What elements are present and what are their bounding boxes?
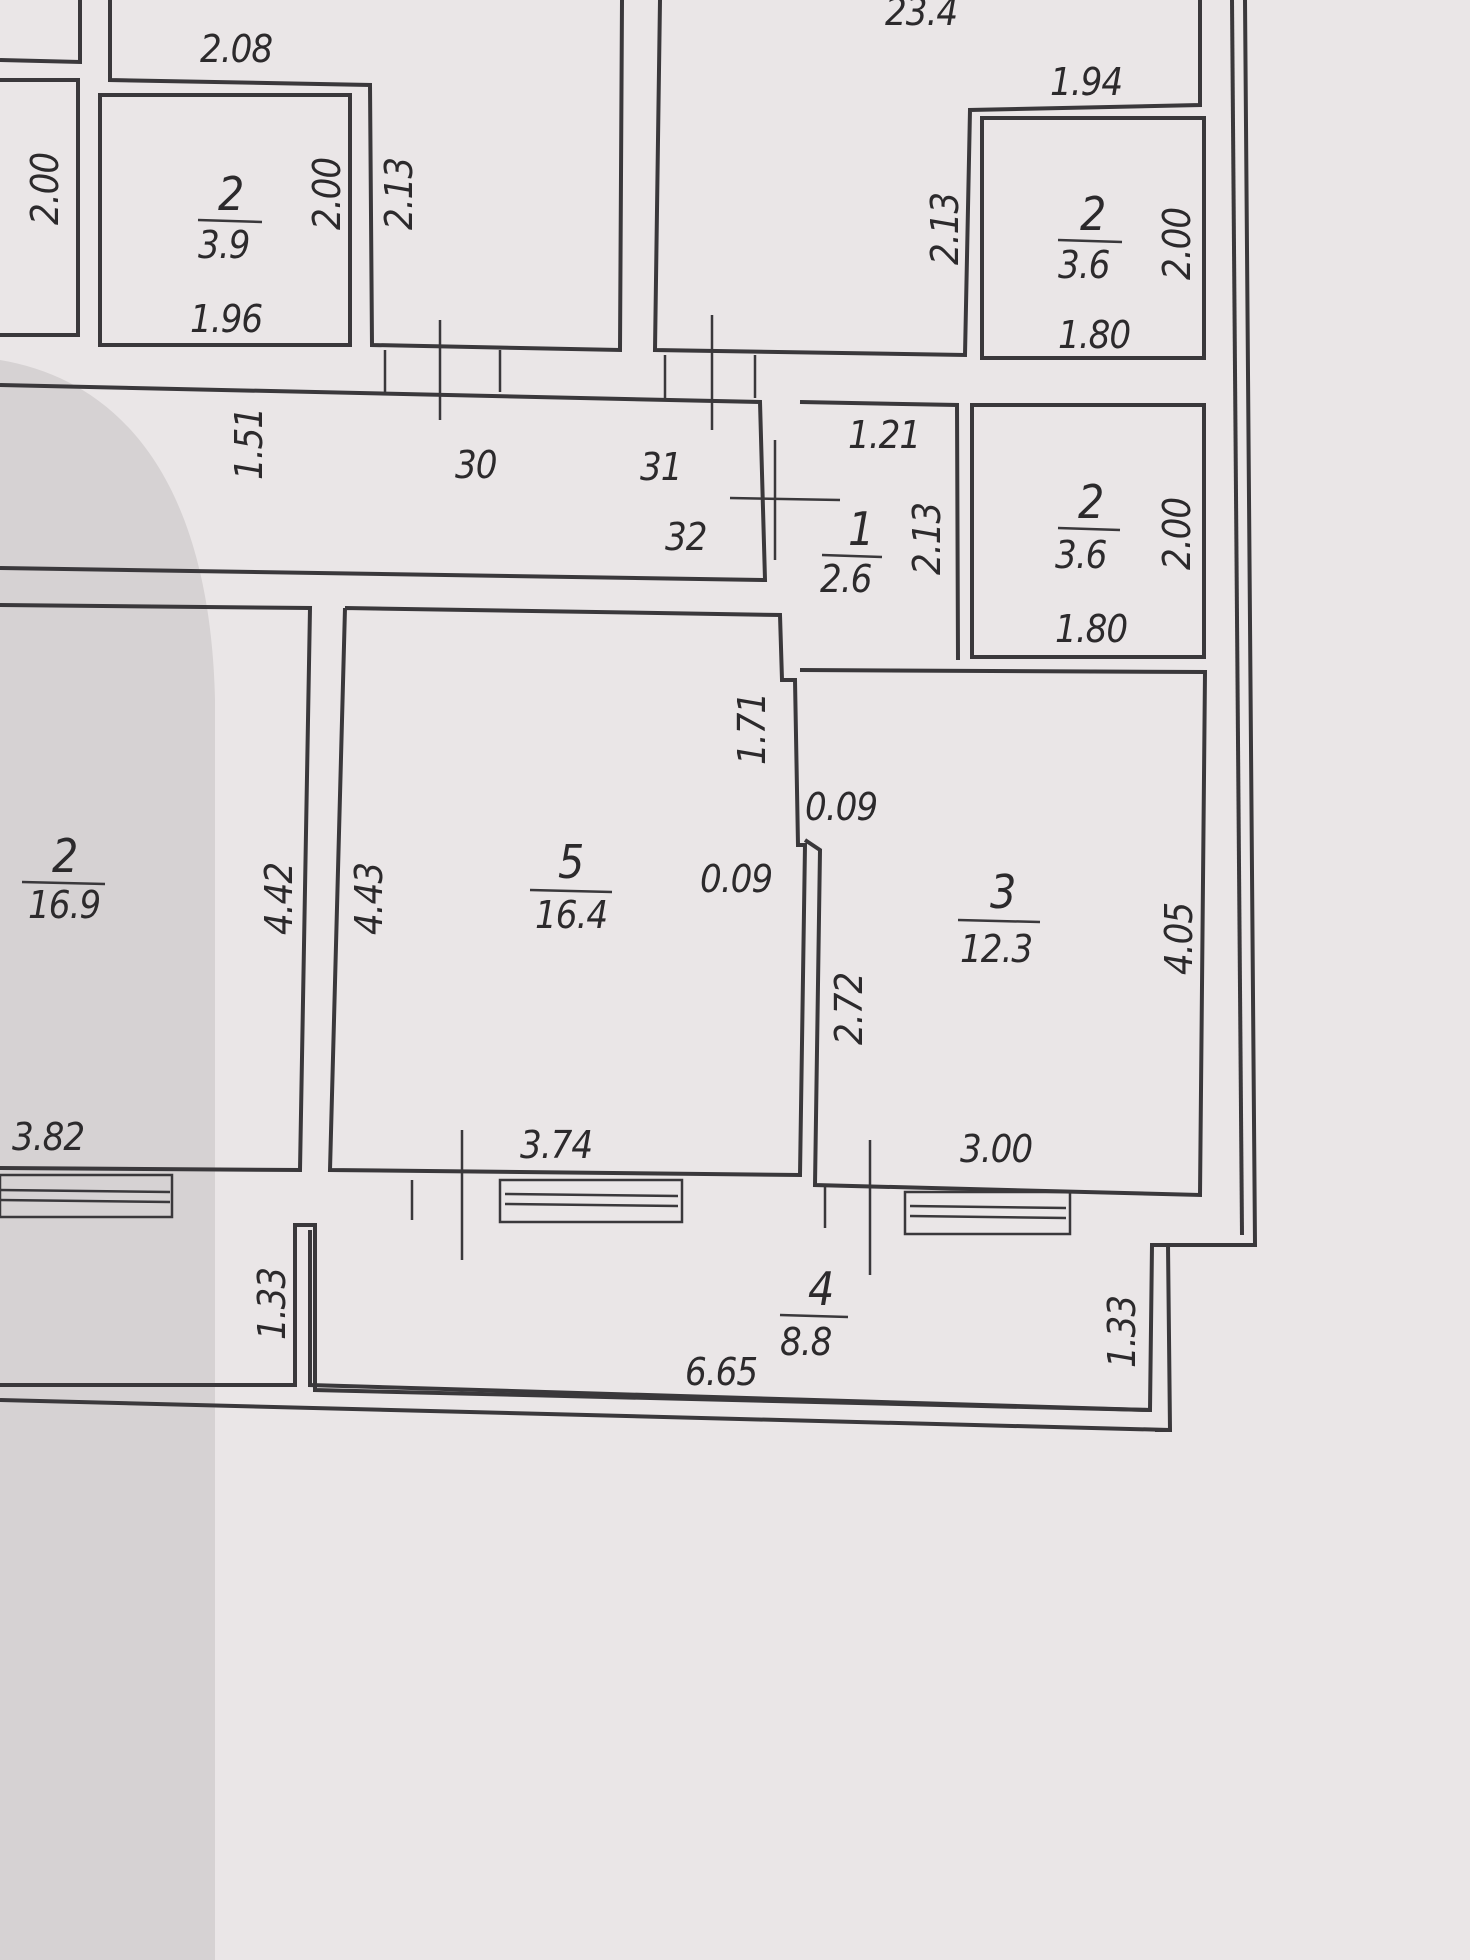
dim-label: 3.00	[960, 1127, 1032, 1171]
dim-label: 1.80	[1055, 607, 1127, 651]
dim-label: 3.82	[12, 1115, 84, 1159]
room-number: 2	[52, 829, 77, 883]
room-area: 3.6	[1058, 243, 1110, 287]
room-area: 8.8	[780, 1320, 832, 1364]
room-area: 23.4	[885, 0, 957, 34]
corridor	[0, 315, 841, 583]
room-area: 16.9	[28, 883, 100, 927]
room-right	[799, 668, 1208, 1198]
dim-label: 1.33	[1100, 1296, 1144, 1368]
dim-label: 1.21	[848, 413, 920, 457]
room-area: 12.3	[960, 927, 1032, 971]
room-center	[327, 606, 808, 1178]
dim-label: 1.33	[250, 1268, 294, 1340]
dim-label: 1.94	[1050, 60, 1122, 104]
room-area: 2.6	[820, 557, 872, 601]
room-number: 2	[1080, 187, 1105, 241]
dim-label: 2.13	[377, 158, 421, 230]
dim-label: 2.00	[1155, 208, 1199, 280]
dim-label: 1.71	[730, 693, 774, 765]
dim-label: 4.05	[1157, 903, 1201, 975]
top-left-partial-room	[0, 0, 82, 337]
dim-label: 2.13	[923, 193, 967, 265]
outer-walls	[0, 0, 1258, 1432]
dim-label: 31	[640, 445, 682, 489]
room-number: 2	[1078, 475, 1103, 529]
windows	[0, 1130, 1072, 1275]
bath-left-room	[98, 0, 624, 353]
room-area: 3.6	[1055, 533, 1107, 577]
dim-label: 2.00	[305, 158, 349, 230]
labels: 2.08 2.00 2 3.9 2.00 2.13 1.96 23.4 1.94…	[12, 0, 1201, 1394]
dim-label: 0.09	[700, 857, 772, 901]
dim-label: 2.13	[905, 503, 949, 575]
room-number: 3	[990, 865, 1015, 919]
bath-right-top-room	[980, 116, 1206, 360]
room-number: 2	[218, 167, 243, 221]
dim-label: 2.00	[1155, 498, 1199, 570]
dim-label: 1.96	[190, 297, 262, 341]
dim-label: 4.42	[257, 863, 301, 935]
room-number: 5	[558, 835, 583, 889]
paper-shadow	[0, 360, 215, 1960]
dim-label: 32	[665, 515, 707, 559]
dim-label: 4.43	[347, 863, 391, 935]
room-number: 4	[808, 1262, 833, 1316]
room-number: 1	[848, 502, 873, 556]
dim-label: 6.65	[685, 1350, 757, 1394]
dim-label: 1.80	[1058, 313, 1130, 357]
balcony	[308, 1230, 1151, 1412]
dim-label: 2.00	[23, 153, 67, 225]
dim-label: 2.08	[200, 27, 272, 71]
dim-label: 1.51	[227, 408, 271, 480]
room-area: 3.9	[198, 223, 249, 267]
dim-label: 3.74	[520, 1123, 592, 1167]
bath-right-mid-room	[970, 403, 1206, 659]
top-right-room	[652, 0, 1202, 358]
room-left	[0, 603, 313, 1173]
dim-label: 0.09	[805, 785, 877, 829]
dim-label: 2.72	[827, 973, 871, 1045]
room-area: 16.4	[535, 893, 607, 937]
dim-label: 30	[455, 443, 497, 487]
